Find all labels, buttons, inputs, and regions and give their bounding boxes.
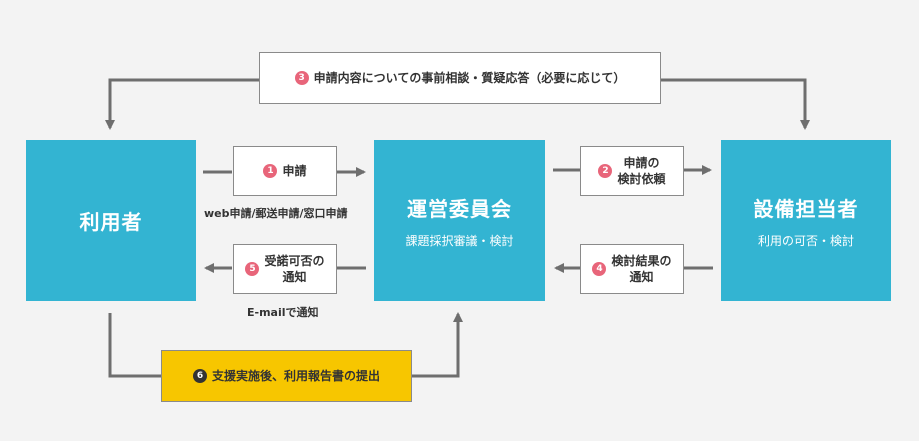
step-3-label: 3 申請内容についての事前相談・質疑応答（必要に応じて）: [259, 52, 661, 104]
arrow-report-right: [410, 312, 463, 378]
step-2-line1: 申請の: [623, 156, 660, 170]
step-6-badge: 6: [192, 369, 207, 383]
step-2-line2: 検討依頼: [617, 172, 666, 186]
step-2-badge: 2: [598, 164, 613, 178]
step-5-line2: 通知: [282, 270, 307, 284]
step-2-label: 2 申請の検討依頼: [580, 146, 684, 196]
step-4-badge: 4: [592, 262, 607, 276]
node-committee: 運営委員会 課題採択審議・検討: [374, 140, 545, 301]
node-user: 利用者: [26, 140, 196, 301]
node-committee-title: 運営委員会: [407, 196, 512, 221]
step-6-text: 支援実施後、利用報告書の提出: [211, 369, 380, 383]
email-notice-note: E-mailで通知: [247, 306, 319, 319]
step-4-text: 検討結果の通知: [611, 253, 671, 285]
step-5-line1: 受諾可否の: [264, 254, 325, 268]
step-1-label: 1 申請: [233, 146, 337, 196]
step-1-badge: 1: [263, 164, 278, 178]
node-facility-title: 設備担当者: [753, 196, 859, 221]
step-4-line2: 通知: [629, 270, 654, 284]
step-5-badge: 5: [245, 262, 260, 276]
node-user-title: 利用者: [79, 210, 143, 234]
step-6-label: 6 支援実施後、利用報告書の提出: [161, 350, 412, 402]
node-facility-sub: 利用の可否・検討: [757, 233, 854, 248]
step-2-text: 申請の検討依頼: [617, 155, 665, 187]
arrow-report-left: [108, 313, 162, 378]
step-5-text: 受諾可否の通知: [264, 253, 324, 285]
step-3-text: 申請内容についての事前相談・質疑応答（必要に応じて）: [313, 71, 626, 85]
step-4-line1: 検討結果の: [611, 254, 672, 268]
arrow-consult-to-facility: [660, 78, 810, 130]
apply-methods-note: web申請/郵送申請/窓口申請: [204, 207, 348, 220]
step-3-badge: 3: [294, 71, 309, 85]
step-1-text: 申請: [282, 164, 307, 178]
node-facility: 設備担当者 利用の可否・検討: [721, 140, 891, 301]
node-committee-sub: 課題採択審議・検討: [405, 233, 514, 248]
step-4-label: 4 検討結果の通知: [580, 244, 684, 294]
step-5-label: 5 受諾可否の通知: [233, 244, 337, 294]
arrow-consult-to-user: [105, 78, 260, 130]
